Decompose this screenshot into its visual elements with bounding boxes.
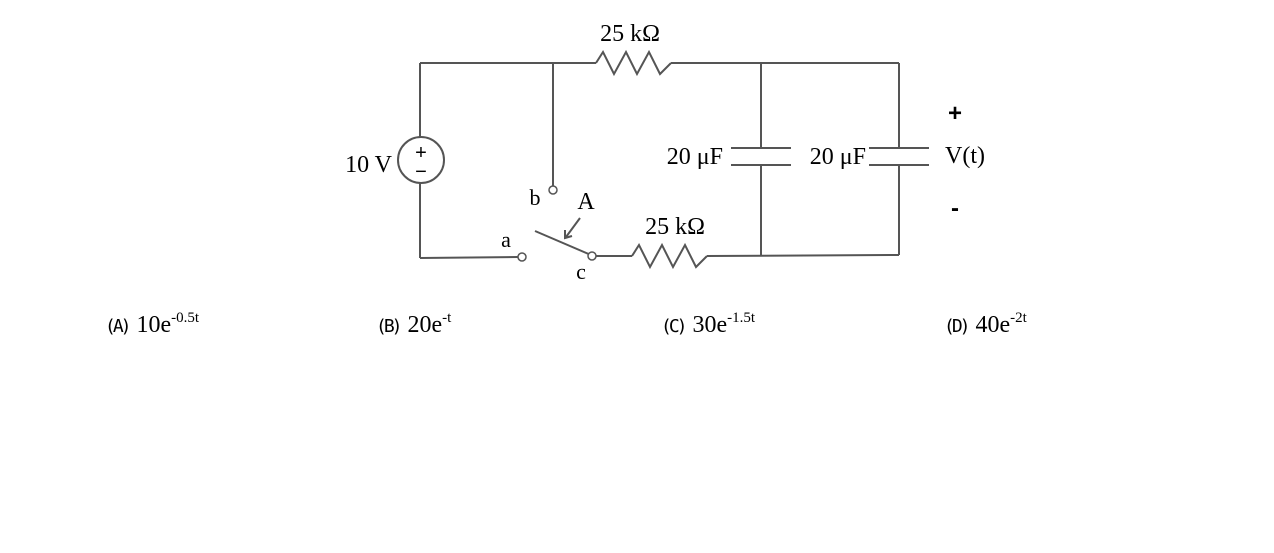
terminal-c-label: c: [576, 259, 586, 284]
source-minus-sign: −: [415, 161, 427, 183]
resistor-bottom: [631, 242, 708, 270]
choice-base: 40e: [975, 312, 1011, 338]
choice-base: 20e: [407, 312, 443, 338]
answer-choices: (A)10e-0.5t (B)20e-t (C)30e-1.5t (D)40e-…: [0, 310, 1274, 350]
bottom-wire-right: [706, 254, 900, 257]
choice-exponent: -0.5t: [171, 310, 200, 326]
voltage-source: + −: [397, 136, 445, 184]
resistor-top-label: 25 kΩ: [600, 21, 660, 47]
switch-arrow: [564, 217, 581, 240]
resistor-top: [595, 49, 672, 77]
choice-letter: (D): [944, 316, 970, 337]
choice-d[interactable]: (D)40e-2t: [944, 310, 1027, 339]
capacitor-right: [869, 63, 929, 255]
bottom-left-wire: [419, 256, 519, 259]
choice-letter: (C): [661, 316, 687, 337]
source-label: 10 V: [345, 152, 393, 178]
choice-base: 10e: [136, 312, 172, 338]
terminal-a: [517, 252, 527, 262]
choice-letter: (B): [376, 316, 402, 337]
choice-base: 30e: [692, 312, 728, 338]
output-label: V(t): [945, 143, 985, 169]
switch-blade: [534, 230, 592, 256]
capacitor-left: [731, 63, 791, 256]
output-minus-sign: -: [951, 195, 959, 222]
choice-exponent: -t: [442, 310, 452, 326]
terminal-a-label: a: [501, 227, 511, 252]
circuit-diagram: 25 kΩ + − 10 V a b A c 25 kΩ 20 μF: [345, 21, 985, 284]
capacitor-left-label: 20 μF: [667, 144, 723, 170]
output-plus-sign: +: [948, 100, 962, 127]
switch-label: A: [577, 189, 595, 215]
choice-letter: (A): [105, 316, 131, 337]
terminal-b-label: b: [530, 185, 541, 210]
choice-b[interactable]: (B)20e-t: [376, 310, 451, 339]
choice-c[interactable]: (C)30e-1.5t: [661, 310, 755, 339]
choice-exponent: -2t: [1010, 310, 1027, 326]
resistor-bottom-label: 25 kΩ: [645, 214, 705, 240]
source-plus-sign: +: [415, 142, 427, 164]
choice-exponent: -1.5t: [727, 310, 756, 326]
choice-a[interactable]: (A)10e-0.5t: [105, 310, 199, 339]
terminal-c: [587, 251, 597, 261]
terminal-b: [548, 185, 558, 195]
capacitor-right-label: 20 μF: [810, 144, 866, 170]
